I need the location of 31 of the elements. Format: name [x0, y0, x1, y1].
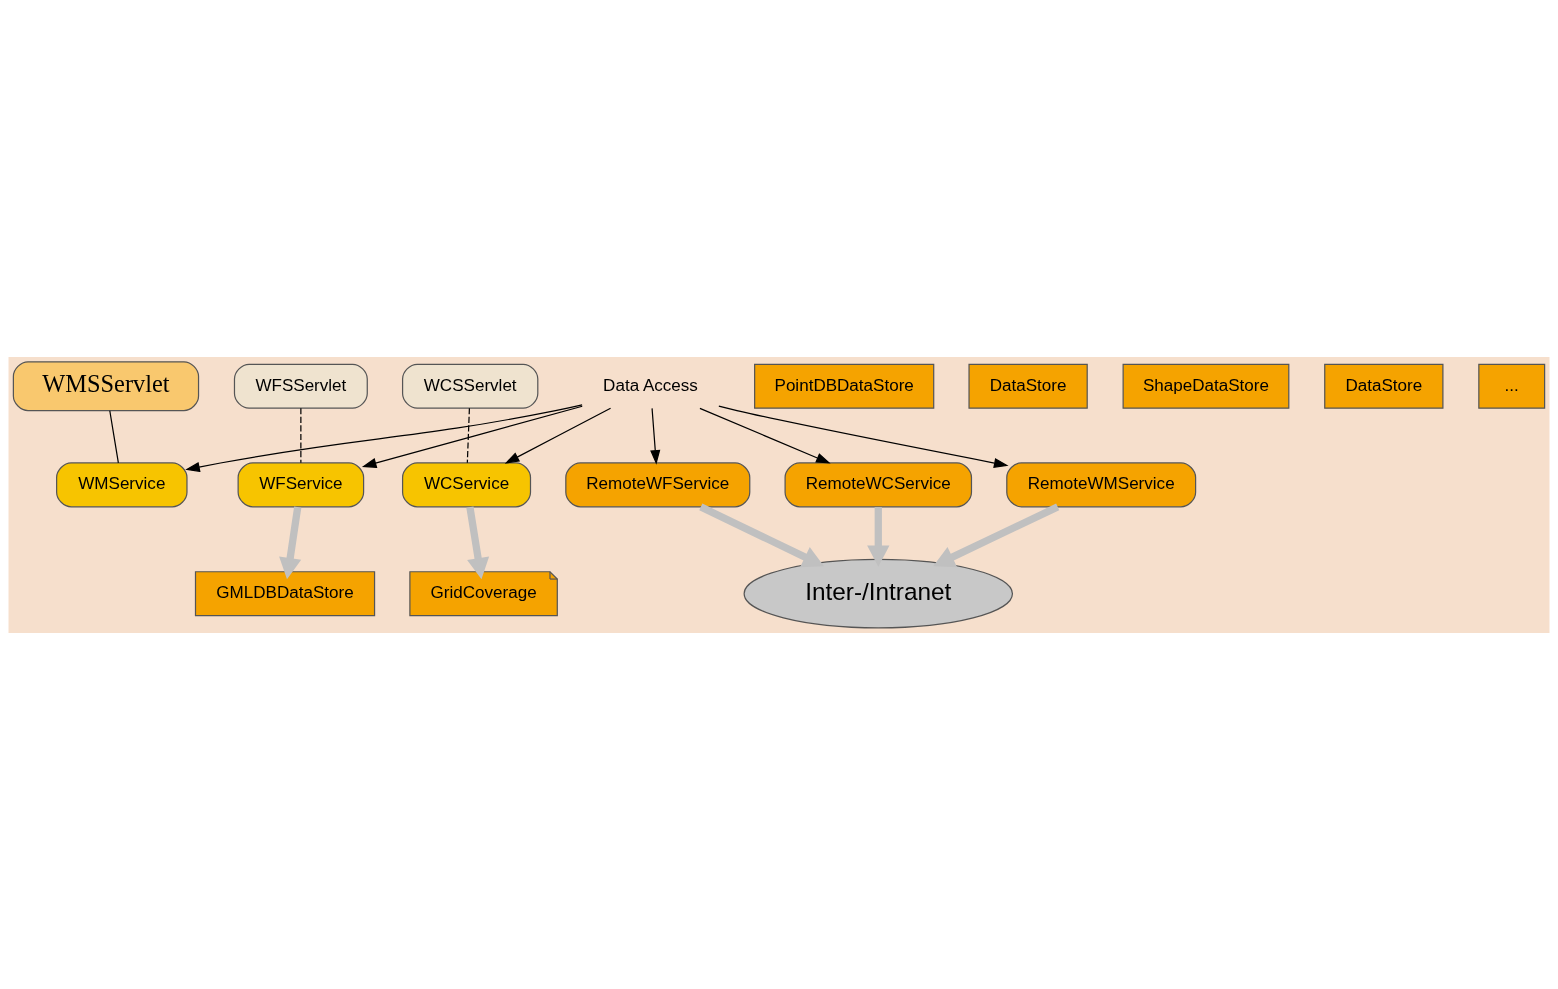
arrow [718, 405, 1009, 468]
arrow [504, 407, 612, 464]
arrow [867, 506, 890, 567]
node-box: PointDBDataStore [754, 363, 935, 409]
arrow [361, 405, 583, 468]
arrow [279, 506, 302, 579]
node-box: WMService [56, 461, 188, 507]
node-box: ... [1478, 363, 1546, 409]
arrow [650, 407, 661, 465]
arrow [466, 506, 490, 579]
node-box: WFSServlet [233, 363, 368, 409]
arrow [185, 403, 583, 472]
node-text: Data Access [603, 375, 698, 395]
node-box: ShapeDataStore [1122, 363, 1290, 409]
node-box: DataStore [968, 363, 1088, 409]
node-box: GMLDBDataStore [194, 570, 376, 616]
arrow [699, 503, 825, 567]
node-box: WMSServlet [12, 360, 200, 411]
node-ellipse: Inter-/Intranet [743, 558, 1014, 628]
arrow [699, 407, 831, 464]
connector [466, 407, 470, 463]
node-box: RemoteWCService [784, 461, 973, 507]
node-box: RemoteWFService [565, 461, 751, 507]
node-box: DataStore [1324, 363, 1444, 409]
connector [300, 407, 302, 463]
node-box: WCService [401, 461, 532, 507]
arrow [933, 503, 1060, 567]
node-box: WFService [237, 461, 365, 507]
connector [109, 409, 119, 464]
node-box: RemoteWMService [1006, 461, 1197, 507]
node-box: WCSServlet [401, 363, 539, 409]
